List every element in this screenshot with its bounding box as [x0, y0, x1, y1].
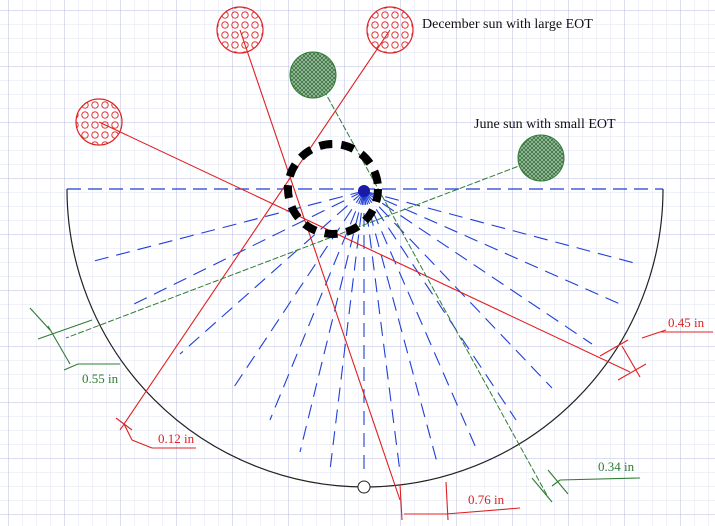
gnomon-ring	[284, 140, 382, 238]
december-sun-icon-left	[75, 98, 123, 146]
hour-line-7	[329, 190, 365, 471]
dimension-label-045: 0.45 in	[668, 315, 705, 330]
hour-line-6	[299, 190, 365, 453]
hour-line-4	[231, 190, 365, 391]
june-caption: June sun with small EOT	[474, 117, 616, 132]
nadir-marker	[357, 480, 371, 494]
hour-line-1	[89, 190, 365, 263]
december-ray-right	[119, 29, 391, 431]
june-sun-icon-right	[517, 134, 565, 182]
december-sun-icon-top-right	[366, 6, 414, 54]
dimension-label-034: 0.34 in	[598, 459, 635, 474]
december-rays	[98, 29, 631, 501]
dimension-076	[399, 481, 521, 521]
june-sun-icon-top	[289, 51, 337, 99]
december-suns	[75, 6, 414, 146]
hour-line-5	[269, 190, 365, 421]
hour-line-12	[363, 190, 517, 421]
hour-line-13	[363, 190, 553, 389]
dimension-label-055: 0.55 in	[82, 371, 119, 386]
hour-line-9	[363, 190, 401, 473]
center-dot	[358, 185, 370, 197]
dimension-label-076: 0.76 in	[468, 492, 505, 507]
june-suns	[289, 51, 565, 182]
december-caption: December sun with large EOT	[422, 17, 593, 32]
hour-line-15	[363, 190, 621, 305]
hour-line-16	[363, 190, 639, 265]
hour-line-10	[363, 190, 439, 467]
hour-lines	[89, 190, 639, 474]
hour-line-3	[179, 190, 365, 355]
dimension-055	[29, 307, 120, 371]
dimension-034	[531, 469, 641, 503]
december-ray-middle	[239, 29, 401, 501]
dimension-012	[115, 417, 196, 449]
december-sun-icon-top-left	[216, 6, 264, 54]
hour-line-14	[363, 190, 593, 345]
dimension-label-012: 0.12 in	[158, 431, 195, 446]
june-ray-right	[65, 157, 541, 339]
hour-line-11	[363, 190, 477, 449]
dimension-045	[599, 329, 713, 381]
december-ray-left	[98, 121, 631, 373]
